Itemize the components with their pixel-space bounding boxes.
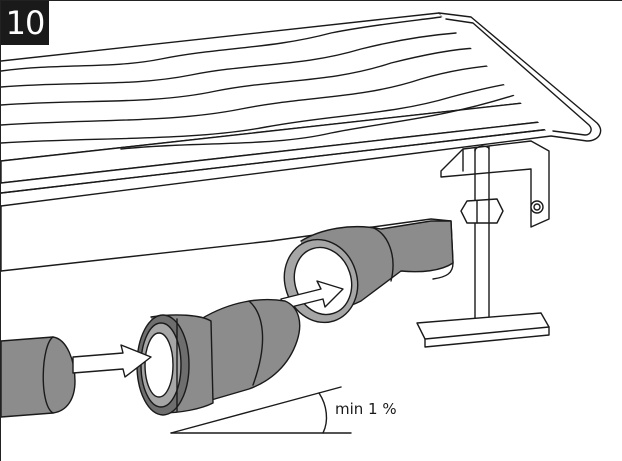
channel-grate [1,12,552,207]
slope-indicator [170,386,352,434]
insert-arrow-lower [72,344,152,378]
channel-frame [438,12,602,142]
height-adjustment-foot [416,140,550,348]
channel-body [1,205,454,280]
step-number-badge: 10 [1,1,49,45]
drain-outlet-pipe [283,220,454,324]
straight-pipe [1,336,76,418]
minimum-slope-label: min 1 % [335,400,397,418]
pipe-elbow [136,298,301,416]
